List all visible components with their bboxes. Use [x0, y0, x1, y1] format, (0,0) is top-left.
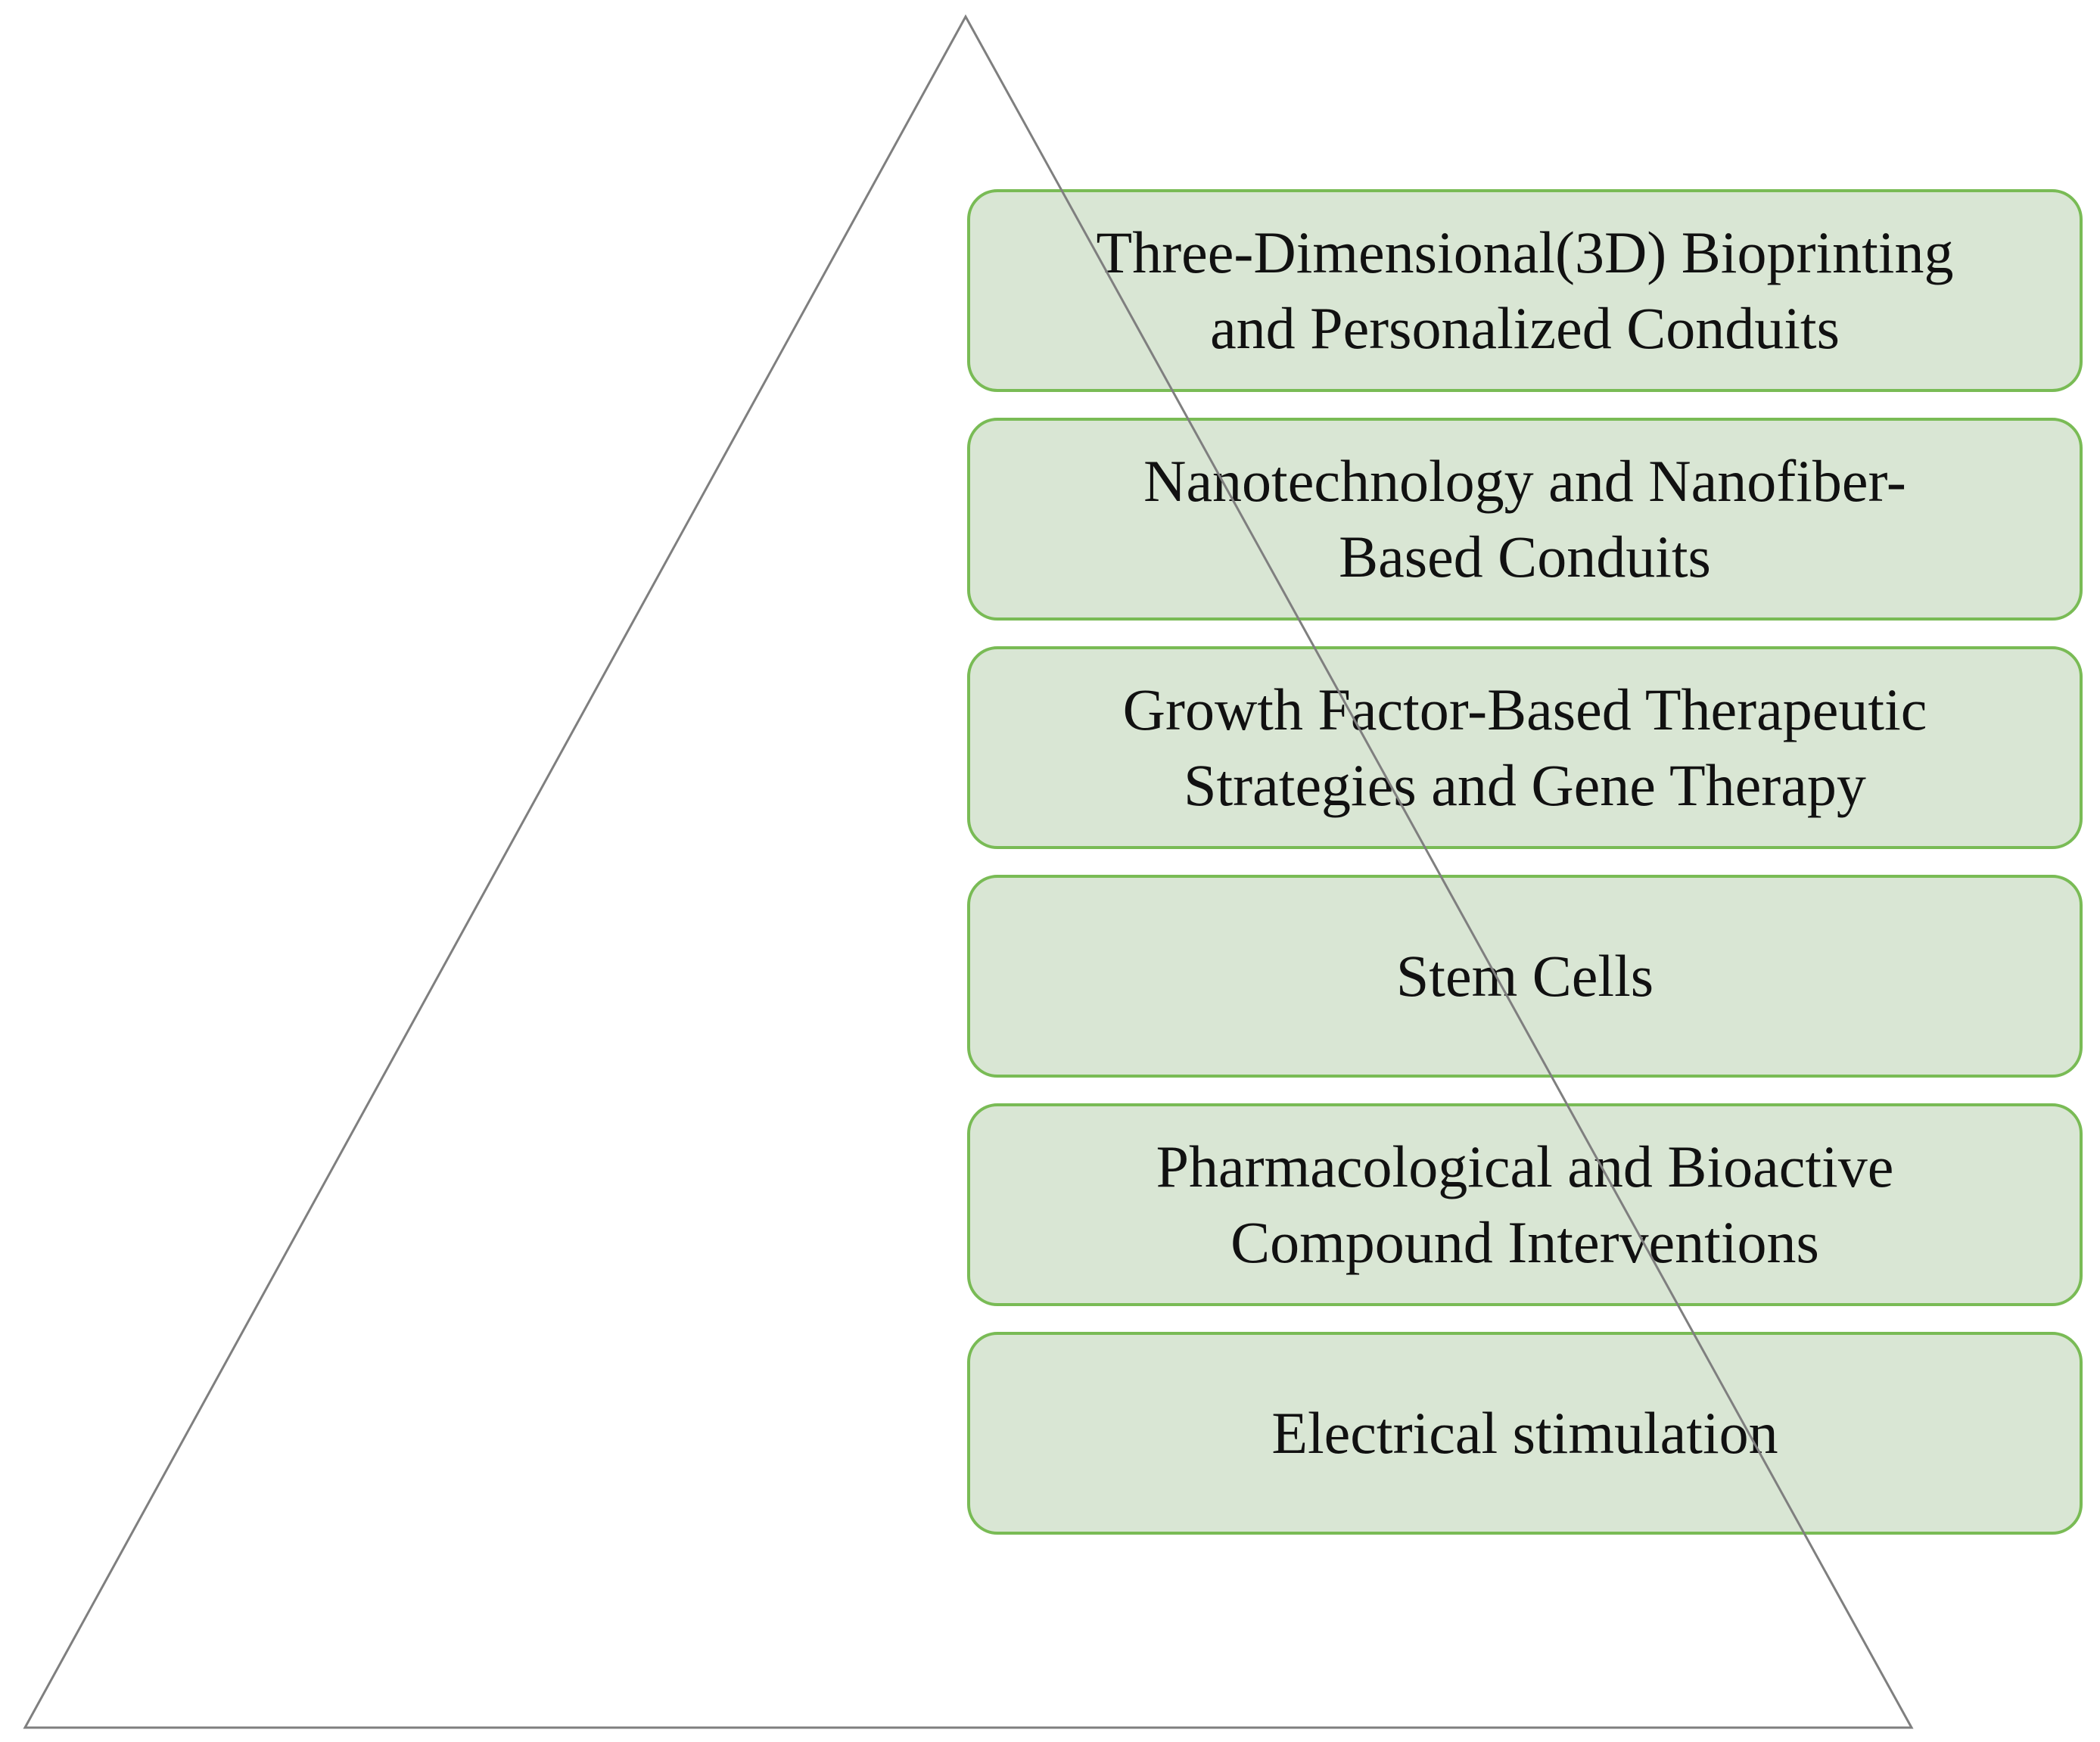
tier-growth-factor: Growth Factor-Based Therapeutic Strategi…: [967, 646, 2083, 849]
tier-3d-bioprinting: Three-Dimensional(3D) Bioprinting and Pe…: [967, 189, 2083, 392]
tier-label: Stem Cells: [1395, 943, 1654, 1009]
tier-label: Growth Factor-Based Therapeutic Strategi…: [1122, 677, 1927, 818]
tier-label: Nanotechnology and Nanofiber- Based Cond…: [1143, 448, 1906, 589]
tier-nanotechnology: Nanotechnology and Nanofiber- Based Cond…: [967, 418, 2083, 621]
tier-electrical-stimulation: Electrical stimulation: [967, 1332, 2083, 1535]
tier-label: Pharmacological and Bioactive Compound I…: [1156, 1134, 1894, 1275]
tier-label: Three-Dimensional(3D) Bioprinting and Pe…: [1096, 219, 1954, 361]
tier-stem-cells: Stem Cells: [967, 875, 2083, 1078]
tier-label: Electrical stimulation: [1271, 1400, 1778, 1466]
tier-pharmacological: Pharmacological and Bioactive Compound I…: [967, 1103, 2083, 1306]
